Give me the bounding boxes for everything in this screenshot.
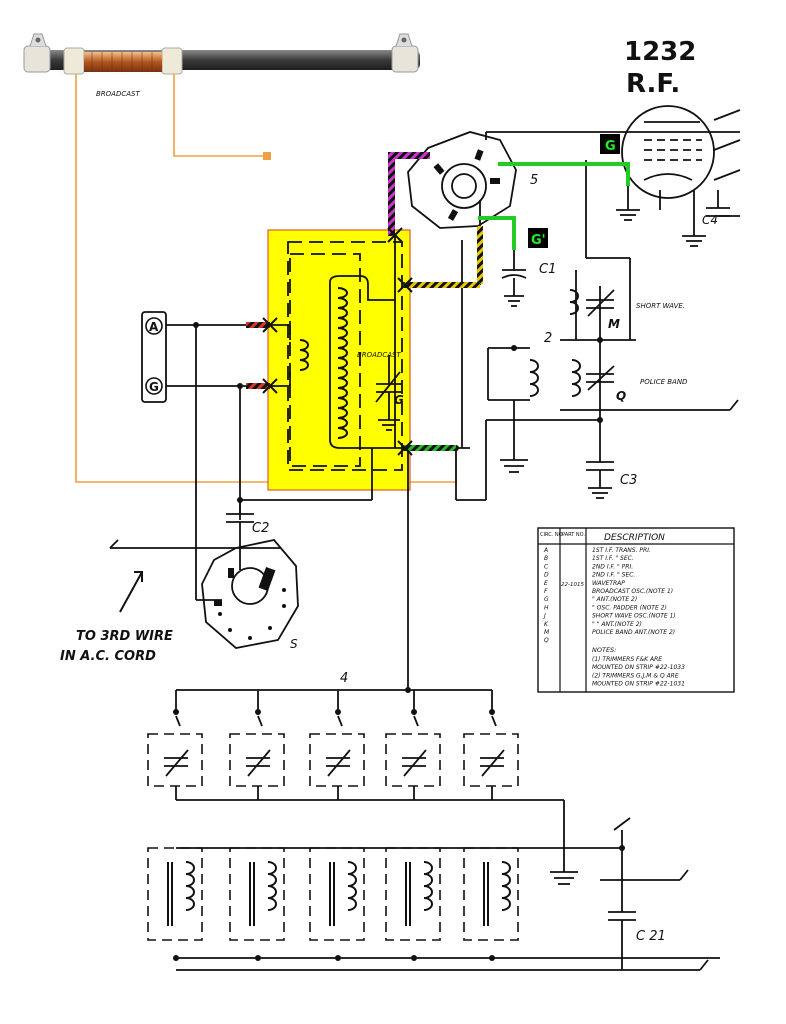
socket-s-label: S	[290, 637, 298, 651]
connection-marks	[262, 227, 413, 456]
c21-label: C 21	[636, 929, 666, 944]
socket-5-label: 5	[530, 173, 538, 188]
c1-label: C1	[539, 262, 556, 277]
table-row-desc: " ANT.(NOTE 2)	[592, 596, 637, 603]
green-wire-c1	[478, 216, 516, 250]
table-row-circ: F	[544, 588, 548, 595]
table-row-circ: H	[544, 604, 549, 611]
table-row-desc: SHORT WAVE OSC.(NOTE 1)	[592, 613, 676, 620]
gang-sections	[147, 733, 519, 941]
trim-q-label: Q	[616, 389, 626, 403]
table-part-no: 22-1015	[561, 582, 584, 588]
gang-coil-3	[329, 861, 357, 926]
table-row-circ: M	[544, 629, 550, 636]
magenta-wire-horizontal	[388, 152, 430, 159]
red-wire-a	[246, 322, 270, 328]
green-hatched-wire	[404, 445, 456, 451]
table-row-circ: Q	[544, 637, 549, 644]
c4-label: C4	[702, 213, 718, 227]
table-note-line: MOUNTED ON STRIP #22-1031	[592, 681, 685, 688]
tube-number: 1232	[624, 37, 696, 67]
parts-table: CIRC. NO. PART NO. DESCRIPTION 22-1015 A…	[537, 527, 735, 693]
table-note-line: MOUNTED ON STRIP #22-1033	[592, 664, 685, 671]
table-row-circ: A	[543, 547, 548, 554]
yellow-wire-vertical	[477, 226, 483, 284]
table-row-desc: WAVETRAP	[592, 580, 625, 587]
trim-g-label: G	[394, 393, 404, 407]
table-row-circ: C	[544, 563, 549, 570]
magenta-wire-vertical	[388, 156, 395, 236]
terminal-g-ring	[145, 377, 163, 395]
badge-g-bg	[600, 134, 620, 154]
table-header-part: PART NO.	[562, 532, 585, 538]
gang-trimmers	[164, 715, 505, 777]
terminal-g-label: G	[149, 380, 159, 394]
table-row-circ: J	[543, 613, 546, 620]
table-note-line: (2) TRIMMERS G,J,M & Q ARE	[592, 672, 679, 679]
table-row-circ: K	[544, 621, 549, 628]
terminal-a-label: A	[149, 320, 159, 334]
gang-coil-4	[405, 861, 433, 926]
table-row-circ: E	[544, 580, 548, 587]
badge-g2-bg	[528, 228, 548, 248]
schematic-wiring	[109, 105, 741, 971]
table-rows: A 1ST I.F. TRANS. PRI. B 1ST I.F. " SEC. C 2N…	[543, 547, 676, 644]
table-row-desc: " OSC. PADDER (NOTE 2)	[592, 604, 667, 611]
table-row-desc: " " ANT.(NOTE 2)	[592, 621, 642, 628]
c2-label: C2	[252, 521, 269, 536]
gang-coil-5	[483, 861, 511, 926]
orange-terminal	[263, 152, 271, 160]
table-row-desc: 2ND I.F. " SEC.	[592, 572, 635, 579]
table-row-circ: D	[544, 572, 549, 579]
table-row-desc: 1ST I.F. TRANS. PRI.	[592, 547, 651, 554]
table-row-desc: 2ND I.F. " PRI.	[592, 563, 633, 570]
badge-g-label: G	[605, 139, 616, 154]
table-row-desc: BROADCAST OSC.(NOTE 1)	[592, 588, 673, 595]
tube-function: R.F.	[626, 69, 680, 99]
gang-4-label: 4	[340, 671, 348, 686]
table-header-circ: CIRC. NO.	[540, 532, 564, 538]
broadcast-coils	[299, 287, 581, 439]
gang-coil-2	[249, 861, 277, 926]
rod-antenna	[23, 33, 420, 75]
table-notes-title: NOTES:	[592, 646, 616, 654]
gang-coil-1	[167, 861, 195, 926]
yellow-wire-horizontal	[404, 282, 480, 288]
table-header-desc: DESCRIPTION	[604, 533, 665, 543]
table-row-desc: POLICE BAND ANT.(NOTE 2)	[592, 629, 675, 636]
police-band-label: POLICE BAND	[640, 378, 688, 386]
c3-label: C3	[620, 473, 637, 488]
terminal-a-ring	[145, 317, 163, 335]
table-row-circ: G	[544, 596, 549, 603]
arrow-icon	[119, 571, 143, 613]
red-wire-g	[246, 383, 270, 389]
highlight-region	[267, 229, 411, 491]
coil-2-label: 2	[544, 331, 552, 346]
note-line-2: IN A.C. CORD	[60, 649, 156, 664]
table-row-desc: 1ST I.F. " SEC.	[592, 555, 634, 562]
gang-coils	[167, 861, 511, 926]
note-line-1: TO 3RD WIRE	[76, 629, 173, 644]
table-note-line: (1) TRIMMERS F&K ARE	[592, 656, 662, 663]
trim-m-label: M	[608, 317, 620, 331]
socket-pins	[214, 149, 500, 640]
short-wave-label: SHORT WAVE.	[636, 302, 685, 310]
coil-broadcast-label: BROADCAST	[357, 351, 401, 359]
green-wire-grid	[498, 162, 630, 186]
badge-g2-label: G'	[531, 233, 546, 248]
rod-antenna-label: BROADCAST	[96, 90, 140, 98]
table-row-circ: B	[544, 555, 548, 562]
